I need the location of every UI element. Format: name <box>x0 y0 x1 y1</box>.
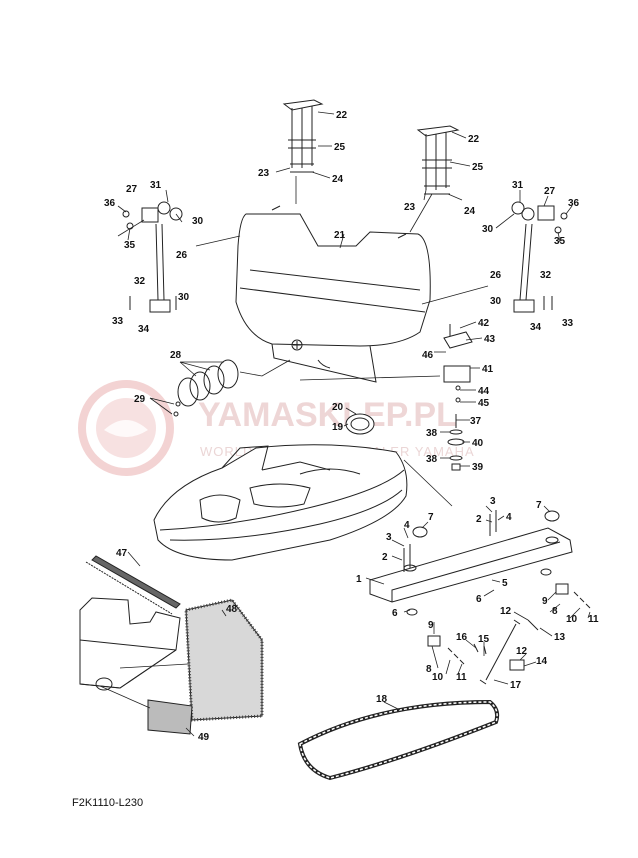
callout-4-right: 4 <box>506 512 512 523</box>
callout-39: 39 <box>472 462 484 473</box>
hatch-lid <box>235 205 431 383</box>
callout-27-left: 27 <box>126 184 138 195</box>
callout-10-left: 10 <box>432 672 444 683</box>
callout-44: 44 <box>478 386 490 397</box>
callout-15: 15 <box>478 634 490 645</box>
callout-45: 45 <box>478 398 490 409</box>
callout-2-right: 2 <box>476 514 482 525</box>
callout-27-right: 27 <box>544 186 556 197</box>
callout-16: 16 <box>456 632 468 643</box>
callout-43: 43 <box>484 334 496 345</box>
callout-4-left: 4 <box>404 520 410 531</box>
callout-34-left: 34 <box>138 324 150 335</box>
callout-37: 37 <box>470 416 482 427</box>
callout-46: 46 <box>422 350 434 361</box>
callout-24-left: 24 <box>332 174 344 185</box>
callout-32-left: 32 <box>134 276 146 287</box>
callout-10-right: 10 <box>566 614 578 625</box>
callout-31-left: 31 <box>150 180 162 191</box>
callout-28: 28 <box>170 350 182 361</box>
inspection-cover <box>345 413 375 435</box>
callout-25-left: 25 <box>334 142 346 153</box>
callout-6-right: 6 <box>476 594 482 605</box>
leader-lines <box>117 111 591 737</box>
callout-12-top: 12 <box>500 606 512 617</box>
callout-26-left: 26 <box>176 250 188 261</box>
strap-clamps <box>427 583 591 685</box>
callout-33-right: 33 <box>562 318 574 329</box>
callout-12-bottom: 12 <box>516 646 528 657</box>
callout-22-left: 22 <box>336 110 348 121</box>
seal-ring <box>297 699 500 781</box>
hinge-bolts-left <box>282 99 324 204</box>
callout-40: 40 <box>472 438 484 449</box>
callout-9-right: 9 <box>542 596 548 607</box>
callout-9-left: 9 <box>428 620 434 631</box>
callout-36-left: 36 <box>104 198 116 209</box>
gas-strut-right <box>421 201 568 313</box>
callout-7-left: 7 <box>428 512 434 523</box>
storage-bin <box>369 510 573 616</box>
callout-49: 49 <box>198 732 210 743</box>
callout-3-right: 3 <box>490 496 496 507</box>
callout-18: 18 <box>376 694 388 705</box>
callout-24-right: 24 <box>464 206 476 217</box>
watermark-brand: YAMASKLEP.PL <box>198 396 457 434</box>
callout-29: 29 <box>134 394 146 405</box>
callout-30-left-top: 30 <box>192 216 204 227</box>
latch-assembly <box>299 324 473 471</box>
callout-32-right: 32 <box>540 270 552 281</box>
callout-3-left: 3 <box>386 532 392 543</box>
callout-30-right-bottom: 30 <box>490 296 502 307</box>
callout-22-right: 22 <box>468 134 480 145</box>
callout-42: 42 <box>478 318 490 329</box>
callout-33-left: 33 <box>112 316 124 327</box>
callout-20: 20 <box>332 402 344 413</box>
callout-30-right-top: 30 <box>482 224 494 235</box>
diagram-code: F2K1110-L230 <box>72 797 143 809</box>
callout-13: 13 <box>554 632 566 643</box>
callout-5: 5 <box>502 578 508 589</box>
callout-7-right: 7 <box>536 500 542 511</box>
callout-1: 1 <box>356 574 362 585</box>
callout-21: 21 <box>334 230 346 241</box>
boat-hull <box>153 444 453 561</box>
callout-8-right: 8 <box>552 606 558 617</box>
callout-48: 48 <box>226 604 238 615</box>
callout-19: 19 <box>332 422 344 433</box>
hinge-bolts-right <box>409 125 460 233</box>
callout-11-left: 11 <box>456 672 467 683</box>
callout-30-left-bottom: 30 <box>178 292 190 303</box>
callout-25-right: 25 <box>472 162 484 173</box>
callout-26-right: 26 <box>490 270 502 281</box>
callout-17: 17 <box>510 680 522 691</box>
callout-labels: 22 25 23 24 22 25 23 24 31 27 36 30 35 2… <box>104 110 599 743</box>
callout-38-bottom: 38 <box>426 454 438 465</box>
callout-6-left: 6 <box>392 608 398 619</box>
callout-23-left: 23 <box>258 168 270 179</box>
callout-8-left: 8 <box>426 664 432 675</box>
callout-14: 14 <box>536 656 548 667</box>
callout-11-right: 11 <box>588 614 599 625</box>
callout-41: 41 <box>482 364 494 375</box>
callout-2-left: 2 <box>382 552 388 563</box>
mats <box>79 555 264 735</box>
callout-23-right: 23 <box>404 202 416 213</box>
callout-35-left: 35 <box>124 240 136 251</box>
callout-31-right: 31 <box>512 180 524 191</box>
gas-strut-left <box>122 201 241 313</box>
callout-35-right: 35 <box>554 236 566 247</box>
callout-38-top: 38 <box>426 428 438 439</box>
callout-36-right: 36 <box>568 198 580 209</box>
callout-47: 47 <box>116 548 128 559</box>
vent-seals <box>173 359 291 417</box>
callout-34-right: 34 <box>530 322 542 333</box>
